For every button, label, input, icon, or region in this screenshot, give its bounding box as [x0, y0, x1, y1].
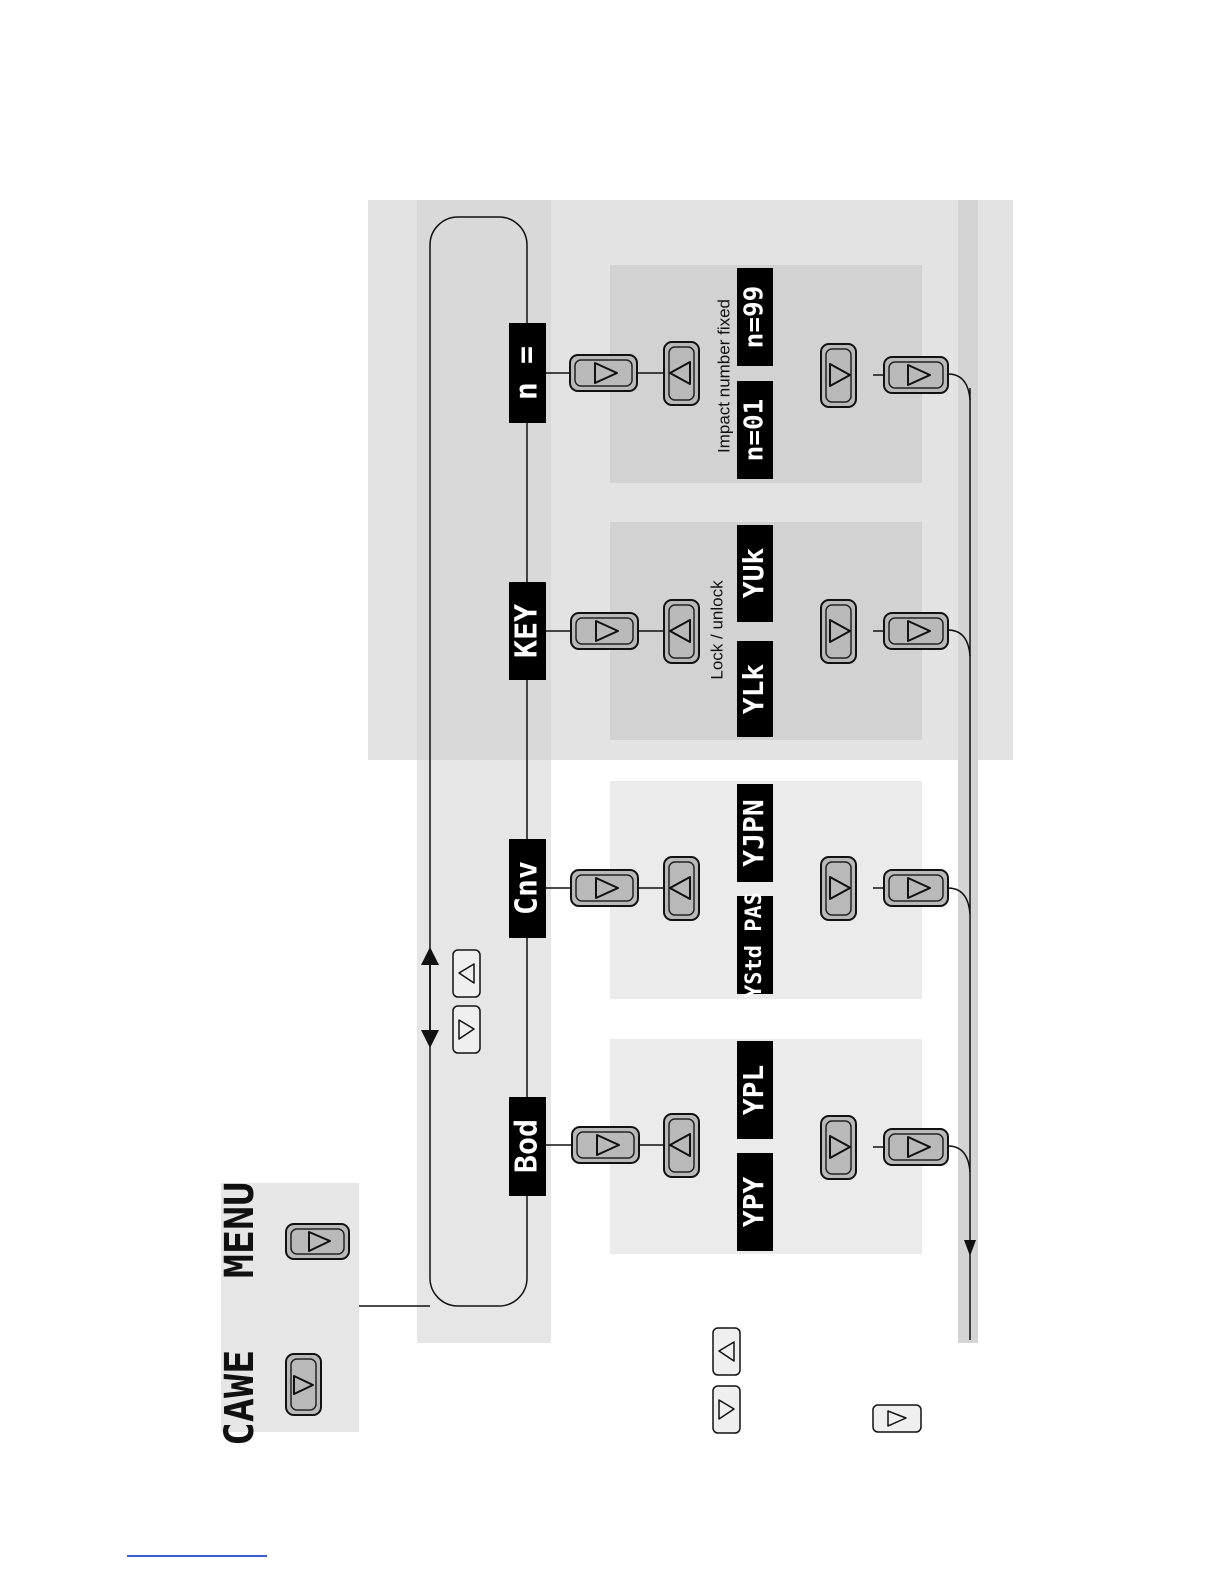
svg-text:Bod: Bod [510, 1119, 545, 1173]
header-display-right: MENU [217, 1182, 263, 1278]
footer-link-underline[interactable] [127, 1555, 267, 1557]
option-cnv-std: YStd PAS [737, 892, 773, 998]
up-button-bod[interactable] [664, 1114, 699, 1177]
down-button-key[interactable] [821, 600, 856, 663]
down-button-bod[interactable] [821, 1116, 856, 1179]
svg-text:YJPN: YJPN [737, 799, 770, 866]
option-bod-ypl: YPL [737, 1041, 773, 1139]
caption-n: Impact number fixed [714, 299, 733, 453]
up-button-cnv[interactable] [664, 857, 699, 920]
svg-text:n=01: n=01 [740, 399, 770, 462]
up-button-n[interactable] [664, 342, 699, 405]
svg-text:CAWE: CAWE [217, 1350, 263, 1446]
legend-enter-button [873, 1405, 921, 1432]
option-bod-ypy: YPY [737, 1153, 773, 1251]
enter-button-n[interactable] [570, 355, 637, 391]
display-cnv: Cnv [509, 839, 546, 938]
option-key-lock: YLk [737, 641, 773, 737]
display-key: KEY [509, 582, 546, 680]
svg-text:YStd PAS: YStd PAS [742, 892, 767, 998]
option-key-unlock: YUk [737, 525, 773, 622]
exit-button-n[interactable] [884, 357, 948, 393]
exit-button-key[interactable] [884, 613, 948, 649]
svg-text:MENU: MENU [217, 1182, 263, 1278]
caption-key: Lock / unlock [707, 580, 726, 680]
scroll-up-button[interactable] [453, 950, 480, 997]
menu-down-button[interactable] [286, 1354, 321, 1415]
svg-text:YPL: YPL [737, 1065, 770, 1116]
up-button-key[interactable] [664, 600, 699, 663]
enter-button-key[interactable] [571, 613, 638, 649]
header-display-left: CAWE [217, 1350, 263, 1446]
svg-text:YPY: YPY [737, 1177, 770, 1228]
return-column-band [958, 200, 978, 1343]
svg-text:KEY: KEY [510, 604, 545, 658]
enter-button-cnv[interactable] [571, 870, 638, 906]
down-button-n[interactable] [821, 344, 856, 407]
legend-down-button [713, 1386, 740, 1433]
option-n-01: n=01 [737, 381, 773, 479]
scroll-down-button[interactable] [453, 1006, 480, 1053]
display-n: n = [509, 323, 546, 423]
svg-text:n =: n = [510, 346, 545, 400]
svg-text:YUk: YUk [737, 548, 770, 599]
menu-enter-button[interactable] [286, 1224, 349, 1259]
legend-up-button [713, 1328, 740, 1375]
enter-button-bod[interactable] [572, 1127, 639, 1163]
display-bod: Bod [509, 1097, 546, 1196]
svg-text:n=99: n=99 [740, 286, 770, 349]
option-n-99: n=99 [737, 268, 773, 366]
exit-button-cnv[interactable] [884, 870, 948, 906]
svg-text:Cnv: Cnv [510, 861, 545, 915]
down-button-cnv[interactable] [821, 857, 856, 920]
svg-text:YLk: YLk [737, 664, 770, 715]
option-cnv-jpn: YJPN [737, 784, 773, 882]
exit-button-bod[interactable] [884, 1129, 948, 1165]
